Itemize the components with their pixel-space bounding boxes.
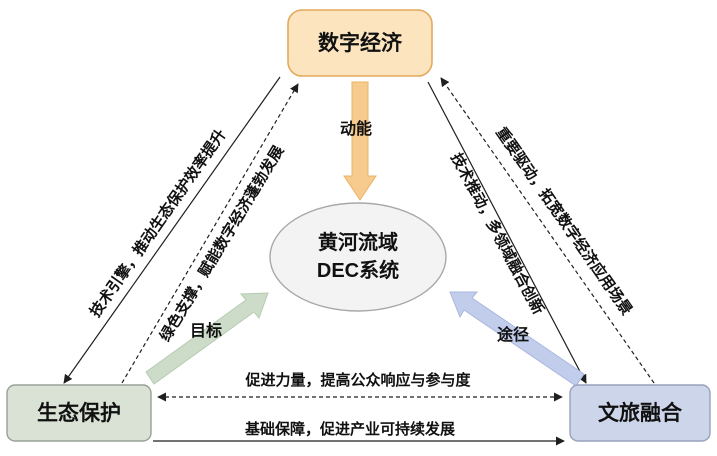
pathway-label: 途径 — [497, 325, 529, 344]
momentum-arrow — [343, 81, 377, 201]
edge-left-inner-label: 绿色支撑，赋能数字经济蓬勃发展 — [156, 142, 287, 344]
center-system-label-line1: 黄河流域 — [318, 230, 398, 254]
node-culture-tourism — [569, 384, 711, 442]
edge-right-outer-line — [440, 77, 655, 384]
center-system-label-line2: DEC系统 — [317, 258, 399, 282]
edge-right-outer-label: 重要驱动，拓宽数字经济应用场景 — [492, 124, 636, 319]
node-digital-economy — [287, 9, 433, 77]
edge-left-inner-line — [121, 83, 299, 384]
culture-tourism-label: 文旅融合 — [598, 401, 683, 425]
edge-right-inner-line — [427, 81, 587, 384]
eco-protection-label: 生态保护 — [37, 401, 121, 425]
goal-arrow — [145, 292, 269, 385]
edge-left-outer-label: 技术引擎，推动生态保护效率提升 — [86, 126, 230, 321]
center-system-ellipse — [269, 202, 447, 312]
node-eco-protection — [6, 384, 152, 442]
edge-bottom-upper-label: 促进力量，提高公众响应与参与度 — [244, 371, 471, 389]
momentum-label: 动能 — [340, 119, 372, 138]
digital-economy-label: 数字经济 — [318, 31, 403, 55]
edge-bottom-lower-label: 基础保障，促进产业可持续发展 — [244, 420, 455, 438]
goal-label: 目标 — [190, 322, 222, 340]
edge-left-outer-line — [63, 76, 281, 384]
pathway-arrow — [449, 291, 585, 387]
